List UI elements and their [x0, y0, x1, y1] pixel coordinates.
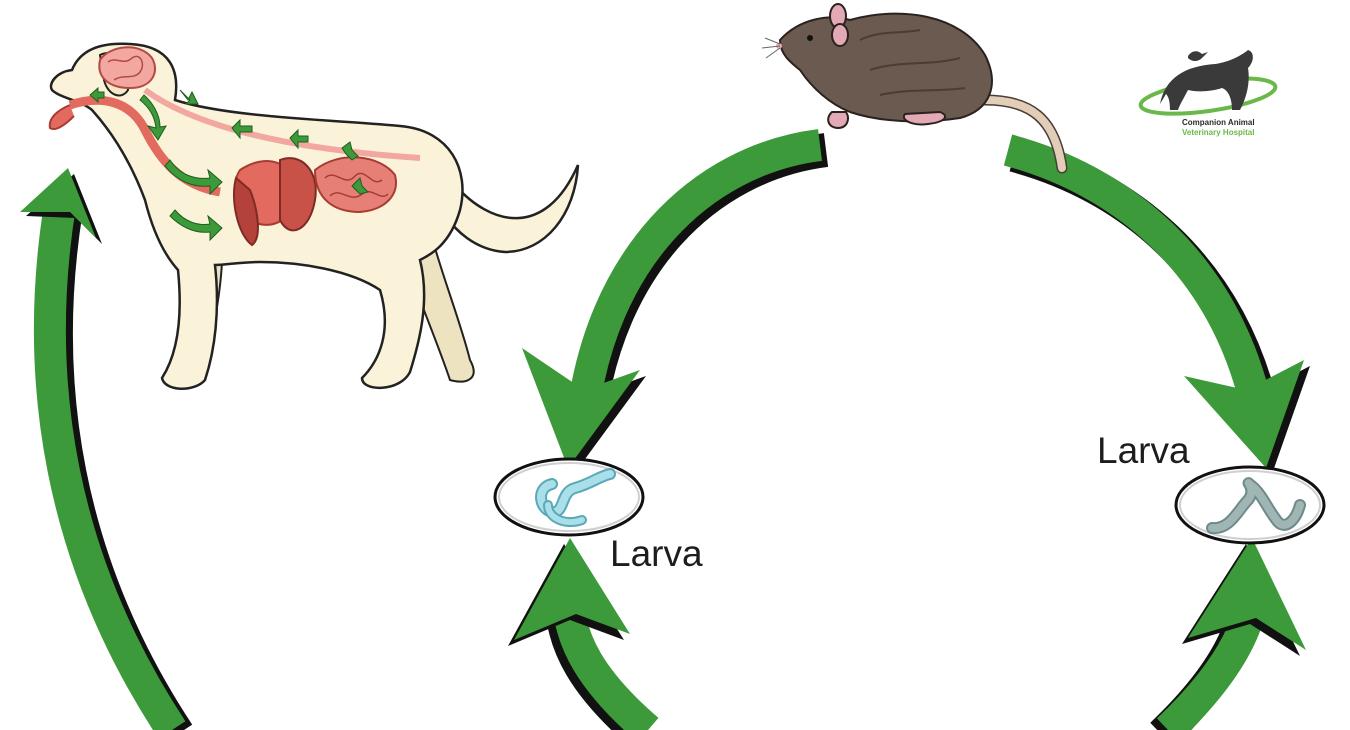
arrow-rat-to-left-larva — [522, 129, 829, 474]
arrow-to-dog — [20, 168, 193, 730]
arrow-up-to-right-larva — [1150, 538, 1306, 730]
arrow-rat-to-right-larva — [1003, 134, 1310, 474]
larva-label-right: Larva — [1097, 430, 1190, 471]
logo-text-line1: Companion Animal — [1182, 118, 1255, 127]
larva-label-left: Larva — [610, 533, 703, 574]
arrow-up-to-left-larva — [508, 538, 659, 730]
logo-text-line2: Veterinary Hospital — [1182, 128, 1255, 137]
larva-cyst-right-icon — [1174, 465, 1326, 545]
larva-cyst-left-icon — [493, 457, 645, 537]
dog-anatomy-illustration — [48, 42, 580, 390]
rat-illustration — [761, 3, 1068, 174]
dog-and-bird-logo — [1138, 50, 1278, 116]
